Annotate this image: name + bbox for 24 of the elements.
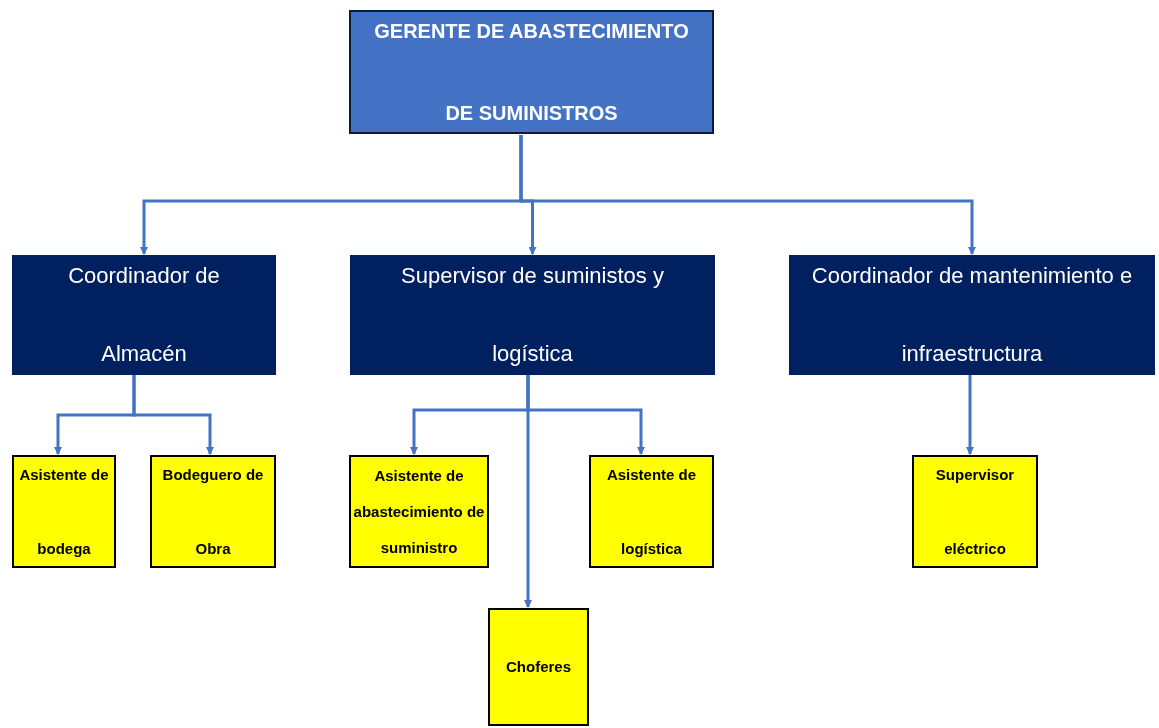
staff-box bbox=[12, 455, 116, 568]
coordinator-box bbox=[350, 255, 715, 375]
node-label: Supervisor eléctrico bbox=[934, 464, 1016, 559]
node-label: Asistente de bodega bbox=[18, 464, 110, 559]
staff-box bbox=[349, 455, 489, 568]
node-label: Coordinador de mantenimiento e infraestructura bbox=[810, 262, 1134, 368]
coordinator-box bbox=[789, 255, 1155, 375]
staff-box bbox=[589, 455, 714, 568]
node-label: Supervisor de suministos y logística bbox=[400, 262, 665, 368]
coordinator-box bbox=[12, 255, 276, 375]
staff-box bbox=[912, 455, 1038, 568]
node-label: Asistente de logística bbox=[605, 464, 698, 559]
node-label: Asistente de abastecimiento de suministro bbox=[352, 465, 486, 558]
connector-arrow bbox=[132, 375, 214, 455]
connector-arrow bbox=[519, 135, 976, 255]
connector-arrow bbox=[966, 375, 974, 455]
node-label: GERENTE DE ABASTECIMIENTO DE SUMINISTROS bbox=[373, 19, 690, 126]
connector-arrow bbox=[524, 375, 532, 608]
staff-box bbox=[488, 608, 589, 726]
node-label: Choferes bbox=[506, 657, 571, 677]
node-label: Bodeguero de Obra bbox=[161, 464, 265, 559]
manager-box bbox=[349, 10, 714, 134]
node-label: Coordinador de Almacén bbox=[67, 262, 221, 368]
staff-box bbox=[150, 455, 276, 568]
